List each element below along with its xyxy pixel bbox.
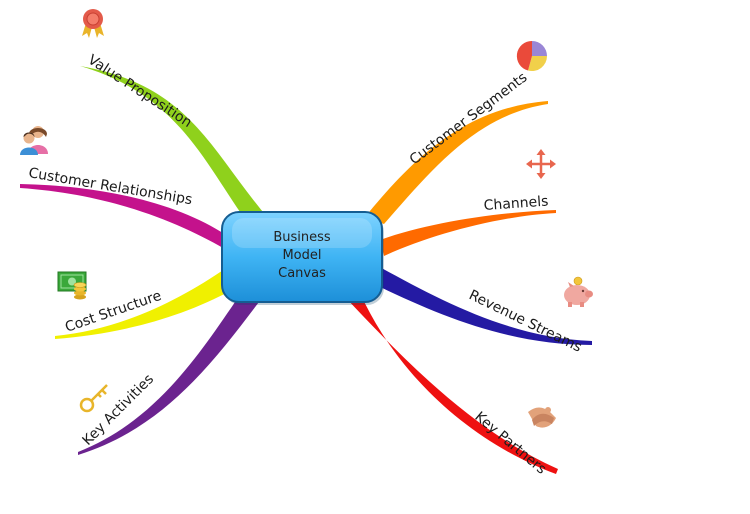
branch-connector	[80, 66, 268, 226]
central-topic-box	[221, 211, 383, 303]
central-topic-line-2: Model	[282, 248, 321, 263]
branch-label-customer-segments[interactable]: Customer Segments	[407, 70, 531, 169]
key-icon	[79, 384, 108, 413]
branch-label-value-proposition[interactable]: Value Proposition	[85, 52, 195, 131]
handshake-icon	[528, 407, 556, 428]
branch-connector	[78, 292, 262, 455]
branch-label-channels[interactable]: Channels	[483, 194, 549, 214]
four-arrows-icon	[526, 149, 556, 179]
branch-channels[interactable]: Channels	[380, 194, 556, 256]
piggy-bank-icon	[564, 276, 593, 307]
branch-connector	[20, 184, 230, 252]
branch-customer-relationships[interactable]: Customer Relationships	[20, 165, 230, 252]
branch-connector	[345, 293, 558, 474]
pie-chart-icon	[516, 40, 548, 72]
central-topic-line-1: Business	[273, 230, 331, 245]
branch-connector	[380, 210, 556, 256]
central-topic[interactable]: Business Model Canvas	[221, 211, 384, 305]
central-topic-line-3: Canvas	[278, 266, 326, 281]
branch-connector	[365, 101, 548, 224]
award-ribbon-icon	[82, 9, 104, 38]
people-icon	[20, 126, 48, 155]
branch-connector	[55, 268, 232, 339]
money-coins-icon	[57, 271, 87, 300]
branch-revenue-streams[interactable]: Revenue Streams	[376, 265, 592, 356]
